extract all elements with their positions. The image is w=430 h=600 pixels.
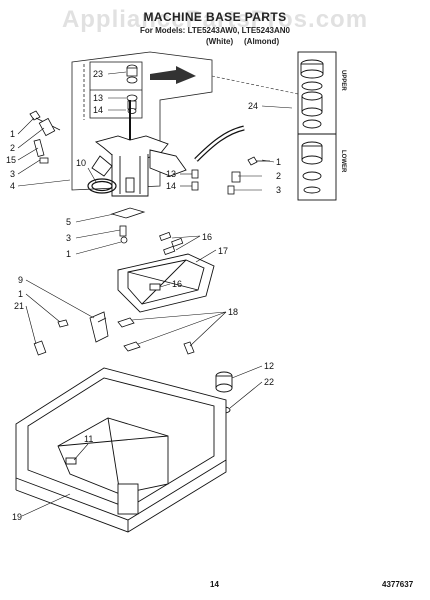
callout-16-upper: 16 (202, 232, 212, 242)
document-part-number: 4377637 (382, 580, 414, 589)
leader-to-inset (211, 75, 299, 95)
callout-24: 24 (248, 101, 258, 111)
callout-1-frame: 1 (18, 289, 23, 299)
tube-fitting-23 (126, 64, 138, 84)
callout-10: 10 (76, 158, 86, 168)
diagram-title: MACHINE BASE PARTS (143, 10, 287, 24)
leader-lines (17, 71, 293, 517)
callout-13-right: 13 (166, 169, 176, 179)
color-white-label: (White) (206, 37, 234, 46)
callout-14-upper: 14 (93, 105, 103, 115)
brackets-18 (117, 317, 195, 355)
washer-13-14-right (191, 169, 199, 191)
bolt-set-right (227, 156, 270, 195)
callout-1-right: 1 (276, 157, 281, 167)
snubber-ring-10 (87, 178, 117, 194)
callout-4: 4 (10, 181, 15, 191)
callout-12: 12 (264, 361, 274, 371)
machine-base-19 (15, 367, 227, 533)
page-number: 14 (210, 580, 219, 589)
callout-21: 21 (14, 301, 24, 311)
callout-2-right: 2 (276, 171, 281, 181)
callout-23: 23 (93, 69, 103, 79)
part-21 (33, 340, 47, 356)
model-numbers: For Models: LTE5243AW0, LTE5243AN0 (140, 26, 290, 35)
motor-clip-9 (89, 311, 109, 343)
callout-2-left: 2 (10, 143, 15, 153)
base-frame-17 (117, 253, 215, 313)
callout-9: 9 (18, 275, 23, 285)
inset-upper-label: UPPER (340, 70, 346, 91)
callout-17: 17 (218, 246, 228, 256)
gearcase-spin-tube (91, 100, 187, 197)
screw-1-lower (57, 319, 69, 328)
callout-16-lower: 16 (172, 279, 182, 289)
callout-3-lower: 3 (66, 233, 71, 243)
clips-16 (159, 231, 184, 256)
callout-numbers: 23 13 14 1 2 15 3 4 10 24 1 2 3 13 14 5 … (6, 69, 281, 522)
upper-assembly-box (71, 51, 213, 191)
callout-box-23-13-14 (89, 61, 143, 119)
callout-1-left: 1 (10, 129, 15, 139)
inset-lower-label: LOWER (340, 150, 346, 173)
washer-13-upper (126, 94, 138, 114)
callout-1-lower: 1 (66, 249, 71, 259)
direction-arrow (150, 66, 196, 84)
callout-15: 15 (6, 155, 16, 165)
drain-hose (194, 125, 245, 162)
callout-3-left: 3 (10, 169, 15, 179)
callout-5: 5 (66, 217, 71, 227)
callout-11: 11 (84, 434, 93, 444)
callout-3-right: 3 (276, 185, 281, 195)
callout-13-upper: 13 (93, 93, 103, 103)
color-almond-label: (Almond) (244, 37, 280, 46)
bolt-set-lower (110, 207, 146, 244)
leveling-leg-12 (215, 371, 233, 393)
callout-19: 19 (12, 512, 22, 522)
callout-22: 22 (264, 377, 274, 387)
bolt-set-left (29, 110, 61, 164)
callout-18: 18 (228, 307, 238, 317)
callout-14-right: 14 (166, 181, 176, 191)
seal-kit-inset (297, 51, 337, 201)
